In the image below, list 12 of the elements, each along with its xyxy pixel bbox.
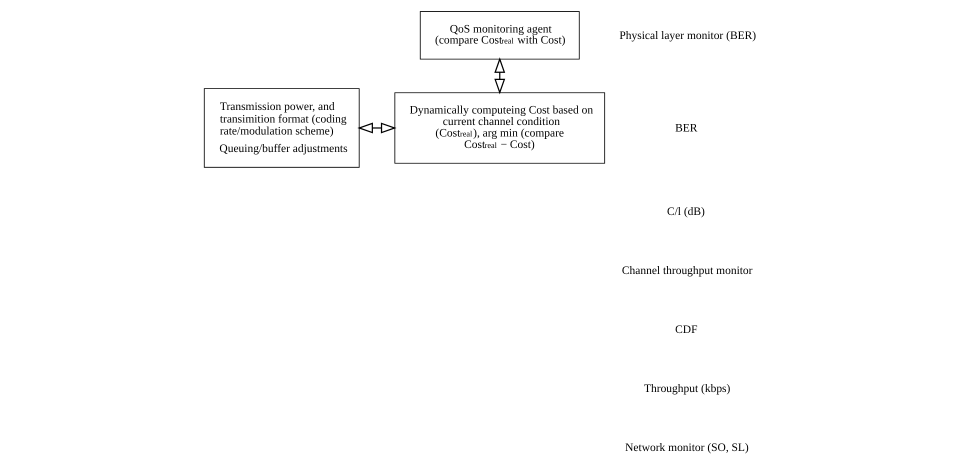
label: BER xyxy=(674,122,697,134)
label: Throughput (kbps) xyxy=(644,383,730,396)
arrow xyxy=(494,57,505,94)
node-box: Transmission power, and transimition format (coding rate/modulation scheme) Queuing/buffer adjustments xyxy=(203,88,360,168)
label: C/l (dB) xyxy=(666,206,704,218)
label: CDF xyxy=(674,324,697,336)
label: Channel throughput monitor xyxy=(621,265,752,278)
label: Physical layer monitor (BER) xyxy=(618,30,756,42)
arrow xyxy=(356,122,396,134)
label: Network monitor (SO, SL) xyxy=(624,442,748,454)
node-box: Dynamically computeing Cost based on current channel condition (Costreal), arg min (compare Costreal − Cost) xyxy=(394,92,605,164)
node-box: QoS monitoring agent (compare Costreal with Cost) xyxy=(419,11,580,60)
